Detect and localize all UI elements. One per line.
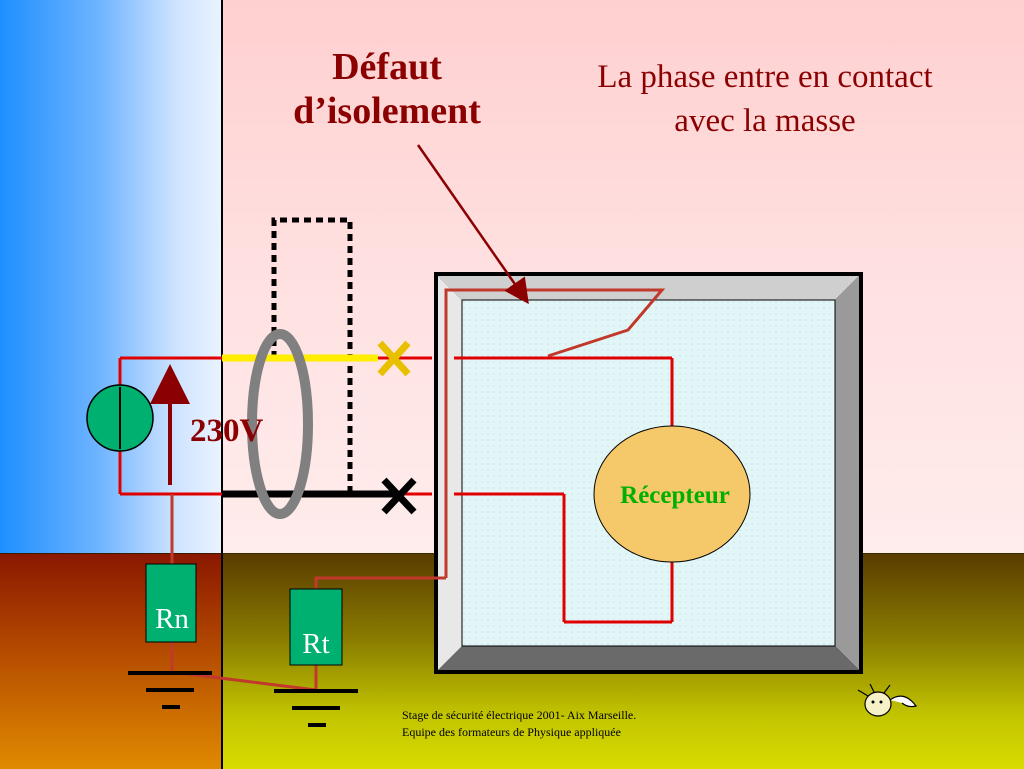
breaker-contact-icon (377, 340, 417, 515)
source-side-panel (0, 0, 223, 553)
ac-source-icon (86, 384, 154, 452)
mascot-icon (857, 683, 918, 717)
footer-credits: Stage de sécurité électrique 2001- Aix M… (402, 707, 636, 741)
ground-symbol-icon (128, 671, 212, 709)
voltage-label: 230V (190, 413, 264, 449)
footer-line-2: Equipe des formateurs de Physique appliq… (402, 725, 621, 739)
wiring (118, 288, 674, 692)
footer-line-1: Stage de sécurité électrique 2001- Aix M… (402, 708, 637, 722)
receiver-ellipse (593, 425, 751, 563)
slide-subtitle: La phase entre en contact avec la masse (597, 59, 933, 139)
differential-toroid-icon (247, 329, 313, 519)
fault-pointer-arrow (416, 144, 529, 305)
rt-label: Rt (302, 628, 330, 660)
rn-resistor (145, 563, 197, 643)
rt-resistor (289, 588, 343, 666)
rn-label: Rn (155, 603, 189, 635)
receiver-label: Récepteur (620, 482, 730, 509)
ground-symbol-icon (274, 689, 358, 727)
slide-title: Défaut d’isolement (293, 46, 481, 132)
